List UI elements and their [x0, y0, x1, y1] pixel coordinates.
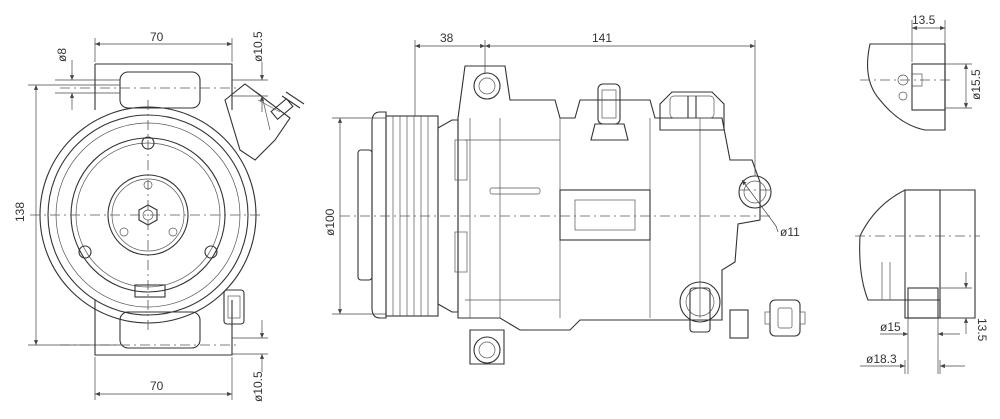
front-view: 70 70 138 ø8 ø10.5 ø10.5	[13, 30, 305, 402]
front-dim-top-hole: ø8	[55, 48, 69, 62]
pulley-grooves	[385, 115, 439, 317]
side-dim-body-length: 141	[592, 31, 612, 45]
front-dim-bottom-right-hole: ø10.5	[251, 371, 265, 402]
front-dim-height: 138	[13, 202, 27, 222]
detail-top: 13.5 ø15.5	[860, 13, 983, 131]
front-dim-bottom-width: 70	[150, 379, 164, 393]
front-dim-top-right-hole: ø10.5	[251, 31, 265, 62]
detail-top-dim-bore: ø15.5	[969, 69, 983, 100]
detail-bottom: 13.5 ø15 ø18.3	[855, 189, 989, 374]
side-dim-pulley-diameter: ø100	[323, 208, 337, 236]
side-dim-mount-hole: ø11	[780, 225, 800, 239]
front-dim-top-width: 70	[150, 30, 164, 44]
detail-top-dim-depth: 13.5	[912, 13, 936, 27]
side-dim-pulley-offset: 38	[440, 31, 454, 45]
detail-bottom-dim-outer: ø18.3	[866, 352, 897, 366]
detail-bottom-dim-inner: ø15	[880, 320, 901, 334]
side-view: 38 141 ø100 ø11	[323, 31, 806, 365]
detail-bottom-dim-depth: 13.5	[975, 318, 989, 342]
